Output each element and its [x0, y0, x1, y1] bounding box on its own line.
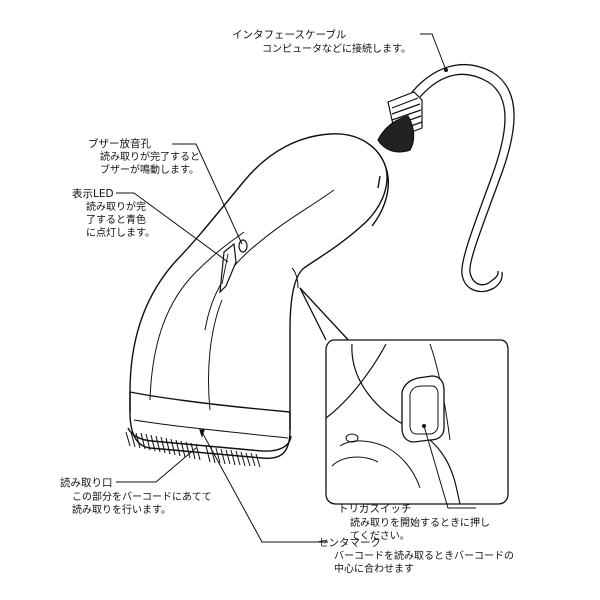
- trigger-desc-1: 読み取りを開始するときに押し: [350, 516, 490, 529]
- center-mark-desc-1: バーコードを読み取るときバーコードの: [334, 549, 514, 562]
- cable-strain-relief: [377, 91, 423, 153]
- led-indicator: [219, 242, 237, 294]
- callout-window: 読み取り口 この部分をバーコードにあてて 読み取りを行います。: [60, 476, 212, 516]
- scanner-body: [127, 133, 389, 459]
- led-desc-3: に点灯します。: [86, 227, 155, 239]
- callout-buzzer: ブザー放音孔 読み取りが完了すると ブザーが鳴動します。: [88, 137, 200, 176]
- center-mark-title: センタマーク: [318, 537, 381, 549]
- led-desc-2: 了すると青色: [86, 213, 146, 226]
- cable-title: インタフェースケーブル: [232, 28, 346, 41]
- window-desc-2: 読み取りを行います。: [72, 503, 171, 516]
- scan-light-hatching: [125, 431, 261, 468]
- interface-cable: [411, 63, 515, 293]
- buzzer-title: ブザー放音孔: [88, 137, 151, 150]
- window-desc-1: この部分をバーコードにあてて: [72, 490, 212, 503]
- cable-desc-1: コンピュータなどに接続します。: [262, 42, 411, 55]
- trigger-switch: [401, 375, 445, 443]
- led-desc-1: 読み取りが完: [86, 200, 146, 213]
- callout-led: 表示LED 読み取りが完 了すると青色 に点灯します。: [72, 187, 155, 239]
- callout-trigger: トリガスイッチ 読み取りを開始するときに押し てください。: [338, 503, 490, 542]
- center-mark-desc-2: 中心に合わせます: [334, 562, 414, 575]
- led-title: 表示LED: [72, 187, 114, 200]
- window-title: 読み取り口: [60, 476, 113, 489]
- callout-cable: インタフェースケーブル コンピュータなどに接続します。: [232, 28, 411, 55]
- trigger-desc-2: てください。: [350, 530, 410, 542]
- trigger-title: トリガスイッチ: [338, 503, 412, 515]
- buzzer-desc-2: ブザーが鳴動します。: [100, 163, 199, 176]
- buzzer-desc-1: 読み取りが完了すると: [100, 150, 200, 163]
- leader-lines: [116, 33, 476, 543]
- buzzer-hole: [238, 239, 248, 253]
- callout-center-mark: センタマーク バーコードを読み取るときバーコードの 中心に合わせます: [318, 537, 514, 575]
